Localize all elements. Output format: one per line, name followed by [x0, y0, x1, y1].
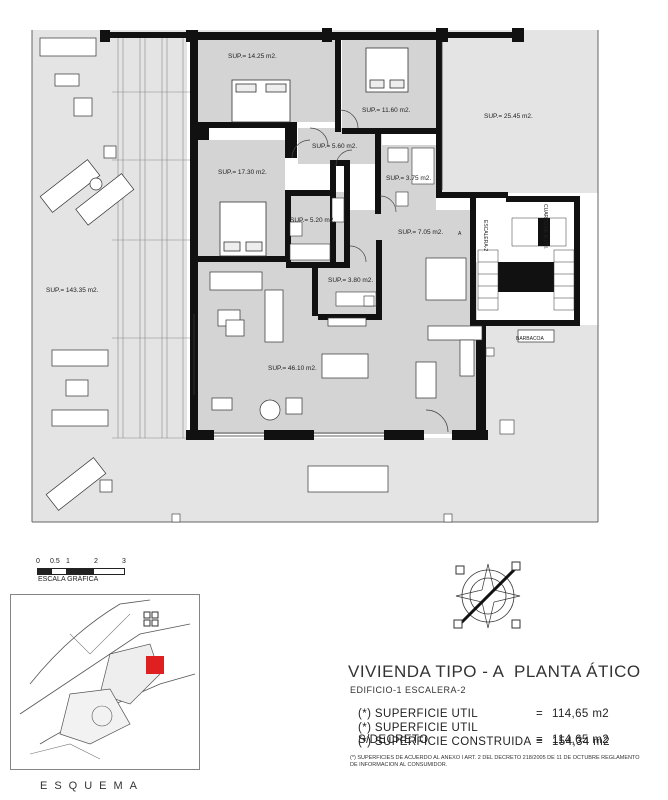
- area-eq: =: [536, 734, 544, 746]
- room-label-bedroom-3: SUP.= 17.30 m2.: [218, 169, 267, 176]
- room-label-hall: SUP.= 5.60 m2.: [312, 143, 357, 150]
- barbacoa-label: BARBACOA: [516, 336, 544, 342]
- room-label-terrace-right: SUP.= 25.45 m2.: [484, 113, 533, 120]
- terrace-right-area: [440, 38, 598, 193]
- subtitle-building: EDIFICIO-1 ESCALERA-2: [350, 685, 467, 695]
- area-row-util-decreto: (*) SUPERFICIE UTIL S/DECRETO = 114,65 m2: [358, 722, 609, 746]
- room-label-bedroom-2: SUP.= 11.60 m2.: [362, 107, 411, 114]
- area-label: (*) SUPERFICIE CONSTRUIDA: [358, 736, 532, 748]
- area-label: (*) SUPERFICIE UTIL S/DECRETO: [358, 722, 478, 746]
- area-eq: =: [536, 736, 544, 748]
- room-label-living: SUP.= 46.10 m2.: [268, 365, 317, 372]
- area-row-util: (*) SUPERFICIE UTIL = 114,65 m2: [358, 708, 609, 720]
- scale-tick: 3: [122, 558, 126, 565]
- highlighted-unit: [146, 656, 164, 674]
- title-unit: VIVIENDA TIPO - A: [348, 662, 505, 681]
- scale-tick: 1: [66, 558, 70, 565]
- pergola: [112, 38, 190, 439]
- area-value: 114,65 m2: [552, 708, 610, 720]
- area-row-construida: (*) SUPERFICIE CONSTRUIDA = 154,34 m2: [358, 736, 610, 748]
- bed-icon: [219, 47, 409, 257]
- compass-icon: [453, 561, 521, 629]
- esquema-label: ESQUEMA: [40, 780, 145, 792]
- scale-bar: 0 0.5 1 2 3 ESCALA GRÁFICA: [34, 558, 134, 588]
- room-label-terrace-left: SUP.= 143.35 m2.: [46, 287, 99, 294]
- room-label-bath-2: SUP.= 5.20 m2.: [290, 217, 335, 224]
- room-label-laundry: SUP.= 3.80 m2.: [328, 277, 373, 284]
- scale-tick: 0: [36, 558, 40, 565]
- footnote: (*) SUPERFICIES DE ACUERDO AL ANEXO I AR…: [350, 755, 640, 768]
- room-label-bedroom-1: SUP.= 14.25 m2.: [228, 53, 277, 60]
- terrace-right-lower: [485, 325, 598, 438]
- area-value: 154,34 m2: [552, 736, 610, 748]
- cuarto-label: CUARTO DE R.I.T.I.: [542, 204, 548, 249]
- walls: [100, 28, 580, 440]
- room-label-corridor: SUP.= 7.05 m2.: [398, 229, 443, 236]
- terrace-left-area: [32, 30, 187, 522]
- escalera-label: ESCALERA-2: [482, 220, 488, 251]
- area-eq: =: [536, 708, 544, 720]
- title-floor: PLANTA ÁTICO: [514, 662, 641, 681]
- furniture: [209, 257, 555, 493]
- scale-tick: 0.5: [50, 558, 60, 565]
- room-label-bath-1: SUP.= 3.75 m2.: [386, 175, 431, 182]
- scale-label: ESCALA GRÁFICA: [38, 576, 99, 583]
- site-plan-map: [10, 594, 200, 770]
- area-value: 114,65 m2: [552, 734, 610, 746]
- area-label: (*) SUPERFICIE UTIL: [358, 708, 479, 720]
- entry-marker: A: [458, 231, 462, 237]
- scale-tick: 2: [94, 558, 98, 565]
- terrace-bottom-area: [187, 438, 598, 522]
